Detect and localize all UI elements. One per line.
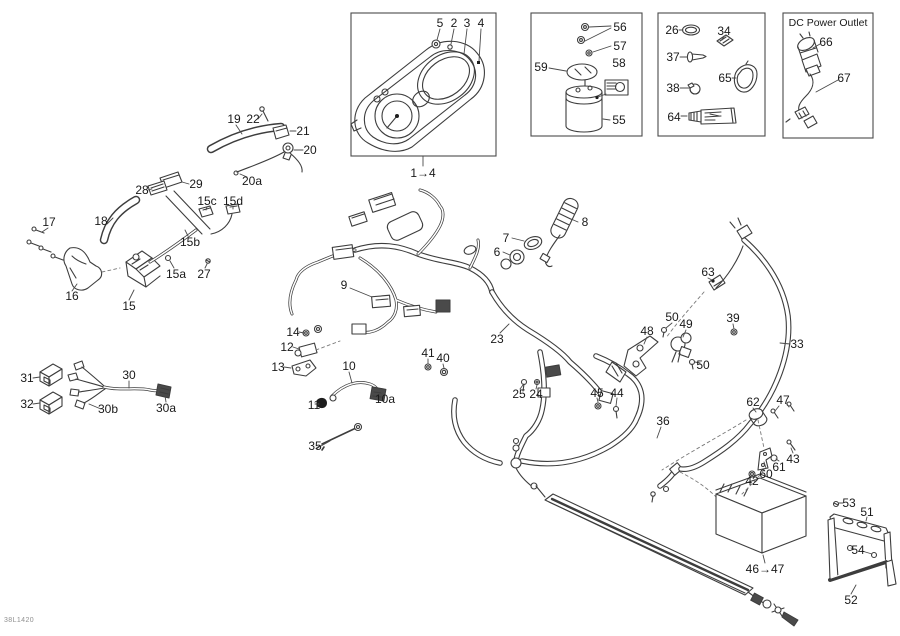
dc-power-outlet-title: DC Power Outlet — [788, 17, 868, 29]
ignition-and-heater-drawing — [500, 197, 579, 270]
dc-outlet-drawing — [785, 31, 839, 129]
inset-box-dc-outlet — [782, 12, 874, 139]
inset-box-hardware — [657, 12, 766, 137]
rear-plumbing-drawing — [451, 349, 799, 627]
accessory-switches-drawing — [32, 360, 172, 415]
hardware-kit-drawing — [678, 24, 758, 125]
battery-group-drawing — [715, 473, 897, 595]
gauge-console-drawing — [350, 28, 485, 167]
bracket-60-drawing — [741, 401, 796, 495]
fastener-group-drawing — [424, 358, 620, 419]
inset-box-filter — [530, 12, 643, 137]
diagram-code: 38L1420 — [4, 617, 35, 624]
oil-filter-drawing — [548, 22, 629, 133]
inset-boxes — [350, 12, 874, 157]
switch-housing-drawing — [26, 226, 211, 301]
main-harness-drawing — [288, 188, 614, 404]
sensor-group-drawing — [283, 324, 387, 451]
inset-box-console — [350, 12, 497, 157]
connector-blocks-drawing — [147, 171, 241, 235]
hoses-and-switch-drawing — [99, 106, 304, 245]
hose-33-drawing — [605, 217, 792, 472]
